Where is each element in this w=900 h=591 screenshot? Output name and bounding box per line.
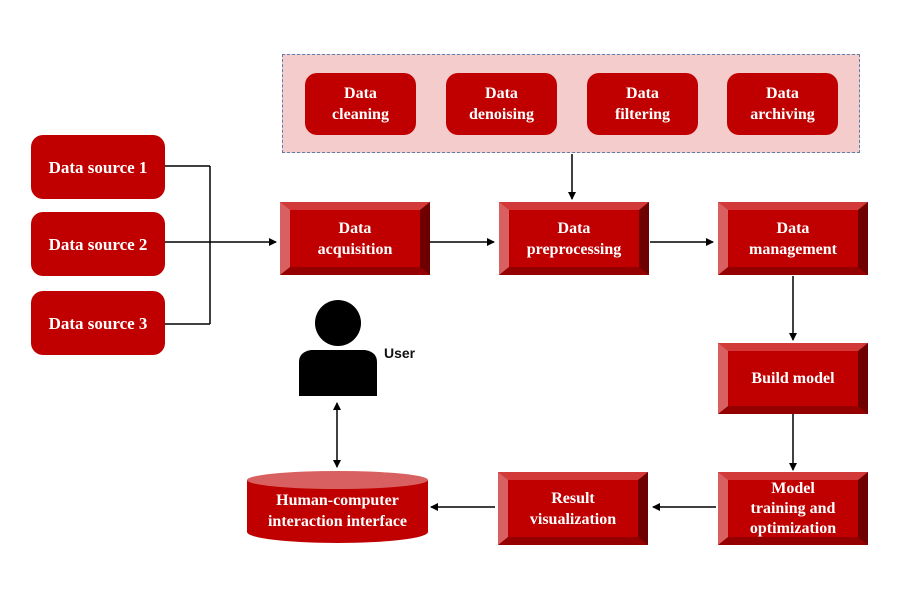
cylinder-top [247,471,428,489]
data-management-box[interactable]: Data management [718,202,868,275]
box-label-line1: Model [771,479,815,497]
data-source-label: Data source 2 [48,234,148,254]
data-acquisition-box[interactable]: Data acquisition [280,202,430,275]
step-label-line1: Data [485,85,518,102]
box-label-line2: acquisition [317,240,393,258]
box-label-line3: optimization [749,519,837,537]
cylinder-body [247,480,428,543]
box-label-line1: Result [551,489,595,507]
box-label-line1: Build model [751,370,835,387]
step-label-line2: denoising [469,106,534,123]
data-source-3[interactable]: Data source 3 [31,291,165,355]
hci-label-line2: interaction interface [267,513,408,530]
step-data-denoising[interactable]: Data denoising [446,73,557,135]
hci-label: Human-computer interaction interface [245,487,430,535]
step-label-line1: Data [344,85,377,102]
step-label-line1: Data [626,85,659,102]
data-source-1[interactable]: Data source 1 [31,135,165,199]
box-label-line1: Data [557,219,591,237]
box-label-line2: training and [750,499,836,517]
hci-cylinder[interactable] [245,470,430,546]
data-source-label: Data source 3 [48,313,148,333]
box-label-line2: visualization [529,510,617,528]
box-label-line2: preprocessing [526,240,622,258]
step-label-line2: cleaning [332,106,389,123]
result-visualization-box[interactable]: Result visualization [498,472,648,545]
box-label-line2: management [749,240,837,258]
step-label-line1: Data [766,85,799,102]
step-label-line2: archiving [750,106,815,123]
step-data-archiving[interactable]: Data archiving [727,73,838,135]
box-label-line1: Data [776,219,810,237]
hci-label-line1: Human-computer [276,492,399,509]
user-icon [299,300,377,396]
step-data-cleaning[interactable]: Data cleaning [305,73,416,135]
data-source-label: Data source 1 [48,157,148,177]
user-label: User [384,345,416,361]
data-preprocessing-box[interactable]: Data preprocessing [499,202,649,275]
data-source-2[interactable]: Data source 2 [31,212,165,276]
build-model-box[interactable]: Build model [718,343,868,414]
box-label-line1: Data [338,219,372,237]
model-training-box[interactable]: Model training and optimization [718,472,868,545]
step-data-filtering[interactable]: Data filtering [587,73,698,135]
step-label-line2: filtering [614,106,671,123]
